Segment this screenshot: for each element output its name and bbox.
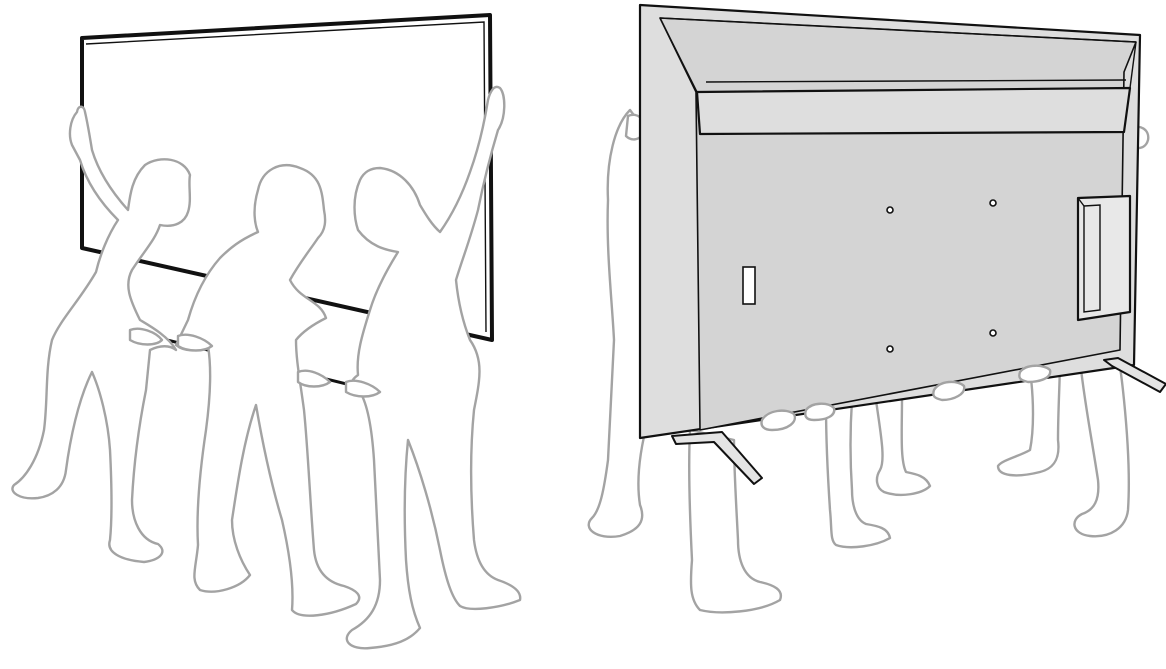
mount-hole-icon — [990, 200, 996, 206]
front-view-panel — [12, 15, 520, 648]
person-silhouette-1 — [12, 107, 190, 562]
mount-hole-icon — [887, 346, 893, 352]
person-silhouette-3 — [347, 87, 520, 648]
terminal-panel — [1078, 196, 1130, 320]
tv-back-body — [640, 5, 1140, 438]
port-slot-icon — [743, 267, 755, 304]
back-view-panel — [589, 5, 1166, 612]
person-silhouette-2 — [176, 165, 359, 615]
mount-hole-icon — [887, 207, 893, 213]
mount-hole-icon — [990, 330, 996, 336]
